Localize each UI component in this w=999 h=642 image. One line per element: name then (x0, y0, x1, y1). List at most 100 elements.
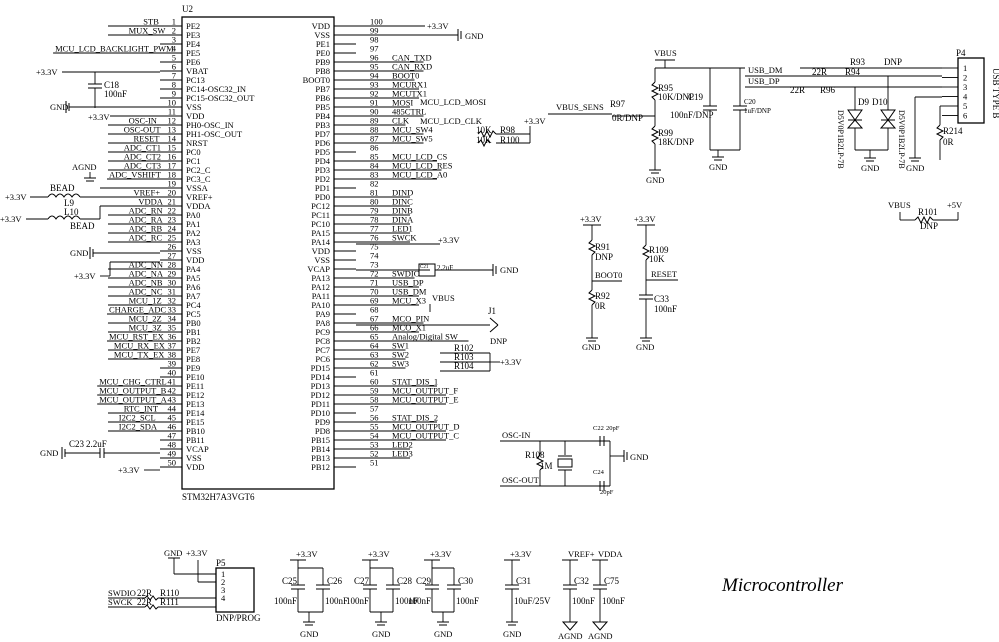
mcu-pin-number: 52 (370, 449, 379, 459)
usb-pin-number: 6 (963, 111, 967, 121)
mcu-pin-name: VDD (312, 21, 330, 31)
cap-value: 100nF (408, 596, 431, 606)
r214-value: 0R (943, 137, 954, 147)
mcu-pin-name: PA6 (186, 282, 200, 292)
l10-supply-label: +3.3V (0, 214, 22, 224)
mcu-ref: U2 (182, 4, 193, 14)
mcu-pin-name: BOOT0 (303, 75, 330, 85)
net-label: ADC_RC (129, 233, 163, 243)
cap-ref: C29 (416, 576, 432, 586)
p5-ref: P5 (216, 558, 226, 568)
mcu-pin-number: 55 (370, 422, 379, 432)
mcu-pin-name: PB4 (315, 111, 330, 121)
mcu-pin-number: 32 (168, 296, 177, 306)
p5-pin-number: 1 (221, 569, 225, 579)
mcu-pin-name: PA7 (186, 291, 200, 301)
mcu-pin-name: PB7 (315, 84, 330, 94)
gnd-label-vss10: GND (50, 102, 68, 112)
mcu-pin-name: PH1-OSC_OUT (186, 129, 243, 139)
mcu-pin-name: PC12 (311, 201, 330, 211)
r93-value: DNP (884, 57, 902, 67)
reset-circuit: +3.3V R109 10K RESET C33 100nF GND (634, 214, 678, 352)
usb-dp-net: USB_DP (748, 76, 780, 86)
mcu-pin-number: 36 (168, 332, 177, 342)
cap-supply-label: VREF+ (568, 549, 595, 559)
cap-gnd-label: GND (434, 629, 452, 639)
r91-value: DNP (595, 252, 613, 262)
cap-ref: C32 (574, 576, 589, 586)
decoupling-caps: C25100nF+3.3VGNDC26100nFC27100nF+3.3VGND… (274, 549, 625, 641)
cap-supply-label: +3.3V (430, 549, 452, 559)
net-label: ADC_RA (129, 215, 164, 225)
swdio-net: SWDIO (108, 588, 136, 598)
d9-ref: D9 (858, 97, 869, 107)
vcap48-c23: GND C23 2.2uF +3.3V (40, 439, 160, 475)
mcu-pin-number: 65 (370, 332, 379, 342)
mcu-pin-name: PA11 (312, 291, 330, 301)
mcu-pin-name: PD9 (315, 417, 330, 427)
r94-ref: R94 (845, 67, 861, 77)
mcu-pin-name: PD11 (311, 399, 330, 409)
mcu-pin-name: PC11 (311, 210, 330, 220)
net-label: 485CTRL (392, 107, 426, 117)
vbus-5v-link: VBUS +5V R101 DNP (888, 200, 963, 231)
mcu-pin-number: 81 (370, 188, 379, 198)
mcu-pin-name: PB1 (186, 327, 201, 337)
cap-agnd-label: AGND (558, 631, 583, 641)
mcu-pin-name: PB10 (186, 426, 205, 436)
net-label: ADC_NB (129, 278, 163, 288)
mcu-pin-number: 23 (168, 215, 177, 225)
c33-ref: C33 (654, 294, 670, 304)
osc-in-net: OSC-IN (502, 430, 530, 440)
r214-ref: R214 (943, 126, 963, 136)
net-label: MCO_X1 (392, 323, 426, 333)
mcu-pin-name: PD6 (315, 138, 330, 148)
mosi-lcd-net: MCU_LCD_MOSI (420, 97, 486, 107)
mcu-pin-number: 22 (168, 206, 177, 216)
mcu-pin-name: PE9 (186, 363, 200, 373)
usb-pin-number: 1 (963, 63, 967, 73)
cap-gnd-label: GND (503, 629, 521, 639)
vsense-vbus-label: VBUS (654, 48, 677, 58)
mcu-pin-number: 11 (168, 107, 176, 117)
mcu-pin-number: 12 (168, 116, 177, 126)
net-label: BOOT0 (392, 71, 419, 81)
mcu-pin-number: 95 (370, 62, 379, 72)
mcu-pin-number: 28 (168, 260, 177, 270)
p5-pin-number: 4 (221, 593, 226, 603)
mcu-pin-number: 51 (370, 458, 379, 468)
mcu-pin-number: 46 (168, 422, 177, 432)
net-label: MOSI (392, 98, 413, 108)
mcu-pin-number: 59 (370, 386, 379, 396)
r95-ref: R95 (658, 83, 674, 93)
bead-l10: L10 BEAD +3.3V (0, 205, 160, 231)
p5-supply-label: +3.3V (186, 548, 208, 558)
net-label: ADC_CT1 (124, 143, 161, 153)
net-label: SW1 (392, 341, 409, 351)
mcu-pin-name: PA12 (311, 282, 330, 292)
diodes-gnd-label: GND (861, 163, 879, 173)
net-label: CAN_RXD (392, 62, 432, 72)
mcu-pin-name: PE6 (186, 57, 200, 67)
mcu-pin-number: 86 (370, 143, 379, 153)
sw-supply-label: +3.3V (500, 357, 522, 367)
vdd50-supply-label: +3.3V (118, 465, 140, 475)
net-label: MCU_2Z (129, 314, 162, 324)
mcu-pin-name: PA15 (311, 228, 330, 238)
r92-ref: R92 (595, 291, 610, 301)
mcu-pin-number: 62 (370, 359, 379, 369)
p5-pin-number: 2 (221, 577, 225, 587)
net-label: RESET (134, 134, 161, 144)
net-label: CLK (392, 116, 410, 126)
mcu-pin-name: PA14 (311, 237, 330, 247)
cap-gnd-label: GND (300, 629, 318, 639)
net-label: MCU_SW5 (392, 134, 433, 144)
mcu-pin-number: 20 (168, 188, 177, 198)
net-label: MCU_RST_EX (109, 332, 164, 342)
net-label: MCU_1Z (129, 296, 162, 306)
mcu-pin-number: 49 (168, 449, 177, 459)
mcu-pin-name: VSS (186, 102, 202, 112)
spi-lcd-bus: MCU_LCD_MOSI MCU_LCD_CLK (420, 97, 486, 126)
mcu-pin-number: 30 (168, 278, 177, 288)
